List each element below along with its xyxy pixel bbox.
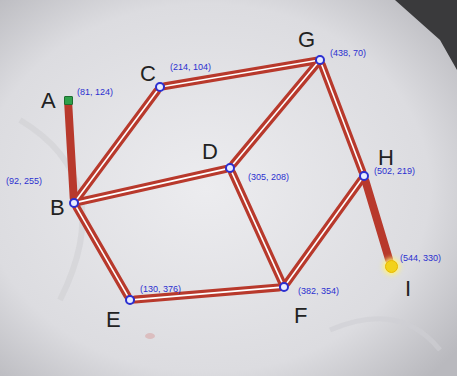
dark-corner — [395, 0, 457, 70]
edge-highlight — [287, 180, 361, 283]
vertex-letter: F — [294, 304, 307, 328]
edge-highlight — [233, 64, 317, 164]
graph-vertex: E(130, 376) — [125, 295, 135, 305]
edge-highlight — [79, 169, 225, 202]
graph-vertex: H(502, 219) — [359, 171, 369, 181]
coordinate-label: (305, 208) — [248, 172, 289, 183]
coordinate-label: (214, 104) — [170, 62, 211, 73]
stick-edge — [287, 180, 361, 283]
cloth-fold — [330, 319, 440, 350]
stick-edge — [232, 173, 282, 283]
stick-edge — [365, 181, 389, 260]
coordinate-label: (544, 330) — [400, 253, 441, 264]
vertex-letter: B — [50, 196, 65, 220]
edge-highlight — [77, 91, 157, 199]
edge-highlight — [322, 65, 362, 172]
graph-vertex: G(438, 70) — [315, 55, 325, 65]
vertex-letter: G — [298, 28, 315, 52]
stick-edge — [233, 64, 317, 164]
stick-edge — [77, 91, 157, 199]
graph-vertex: A(81, 124) — [64, 96, 73, 105]
coordinate-label: (81, 124) — [77, 87, 113, 98]
vertex-letter: A — [41, 89, 56, 113]
graph-vertex: F(382, 354) — [279, 282, 289, 292]
graph-vertex: C(214, 104) — [155, 82, 165, 92]
stick-edge — [68, 104, 73, 198]
graph-vertex: I(544, 330) — [385, 260, 398, 273]
coordinate-label: (130, 376) — [140, 284, 181, 295]
coordinate-label: (92, 255) — [6, 176, 42, 187]
edge-highlight — [165, 61, 315, 86]
graph-vertex: D(305, 208) — [225, 163, 235, 173]
stick-edge — [79, 169, 225, 202]
coordinate-label: (438, 70) — [330, 48, 366, 59]
vertex-letter: E — [106, 308, 121, 332]
graph-vertex: B(92, 255) — [69, 198, 79, 208]
stick-edge — [77, 207, 128, 295]
smudge — [145, 333, 155, 339]
stick-edge — [165, 61, 315, 86]
coordinate-label: (502, 219) — [374, 166, 415, 177]
stick-edge — [322, 65, 362, 172]
vertex-letter: I — [405, 277, 411, 301]
vertex-letter: C — [140, 62, 156, 86]
edge-highlight — [232, 173, 282, 283]
vertex-letter: D — [202, 140, 218, 164]
edge-highlight — [77, 207, 128, 295]
coordinate-label: (382, 354) — [298, 286, 339, 297]
